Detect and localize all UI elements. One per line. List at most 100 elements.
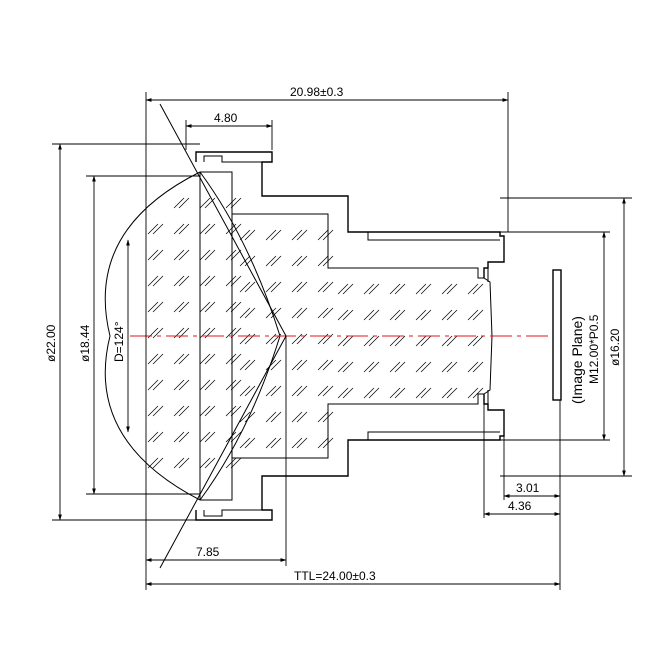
hatch-mark xyxy=(467,309,479,321)
hatch-mark xyxy=(199,223,211,235)
hatch-mark xyxy=(230,197,242,209)
hatch-mark xyxy=(244,281,256,293)
hatch-mark xyxy=(296,281,308,293)
hatch-mark xyxy=(363,361,375,373)
hatch-mark xyxy=(204,275,216,287)
hatch-mark xyxy=(147,379,159,391)
hatch-mark xyxy=(363,335,375,347)
hatch-mark xyxy=(204,431,216,443)
hatch-mark xyxy=(230,457,242,469)
hatch-mark xyxy=(199,275,211,287)
hatch-mark xyxy=(270,281,282,293)
hatch-mark xyxy=(204,457,216,469)
hatch-mark xyxy=(296,307,308,319)
hatch-mark xyxy=(225,457,237,469)
hatch-mark xyxy=(322,411,334,423)
hatch-mark xyxy=(415,387,427,399)
hatch-mark xyxy=(199,327,211,339)
thread-lower xyxy=(367,431,500,440)
hatch-mark xyxy=(265,255,277,267)
hatch-mark xyxy=(446,309,458,321)
hatch-mark xyxy=(270,359,282,371)
hatch-mark xyxy=(467,387,479,399)
dimensions xyxy=(52,92,632,590)
image-plane xyxy=(552,269,562,401)
dim-front-flange: 4.80 xyxy=(214,111,238,125)
hatch-mark xyxy=(152,431,164,443)
hatch-mark xyxy=(363,283,375,295)
hatch-mark xyxy=(342,283,354,295)
dim-outer-diameter: ø22.00 xyxy=(44,324,58,362)
hatch-mark xyxy=(291,385,303,397)
hatch-mark xyxy=(147,223,159,235)
hatch-mark xyxy=(173,431,185,443)
image-plane-label: (Image Plane) xyxy=(569,316,585,404)
hatch-mark xyxy=(244,359,256,371)
hatch-mark xyxy=(415,335,427,347)
hatch-mark xyxy=(147,301,159,313)
hatch-mark xyxy=(265,437,277,449)
hatch-mark xyxy=(225,275,237,287)
hatch-mark xyxy=(342,335,354,347)
hatch-mark xyxy=(270,229,282,241)
hatch-mark xyxy=(152,353,164,365)
hatch-mark xyxy=(152,301,164,313)
hatch-mark xyxy=(420,335,432,347)
dim-lens-diameter: ø18.44 xyxy=(78,324,92,362)
hatch-mark xyxy=(389,361,401,373)
hatch-mark xyxy=(239,385,251,397)
hatch-mark xyxy=(296,359,308,371)
hatch-mark xyxy=(230,223,242,235)
hatch-mark xyxy=(225,249,237,261)
hatch-mark xyxy=(152,457,164,469)
dim-front-to-step: 7.85 xyxy=(196,545,220,559)
hatch-mark xyxy=(296,411,308,423)
hatch-mark xyxy=(291,229,303,241)
hatch-mark xyxy=(368,387,380,399)
hatch-mark xyxy=(317,281,329,293)
hatch-mark xyxy=(265,281,277,293)
hatch-mark xyxy=(291,359,303,371)
hatch-mark xyxy=(296,437,308,449)
hatch-mark xyxy=(467,335,479,347)
hatch-mark xyxy=(178,405,190,417)
hatch-mark xyxy=(467,283,479,295)
hatch-mark xyxy=(389,309,401,321)
hatch-mark xyxy=(204,379,216,391)
hatch-mark xyxy=(152,405,164,417)
hatch-mark xyxy=(147,249,159,261)
thread-upper xyxy=(367,232,500,241)
hatch-mark xyxy=(296,333,308,345)
hatch-mark xyxy=(342,309,354,321)
hatch-mark xyxy=(270,307,282,319)
hatch-mark xyxy=(178,457,190,469)
hatch-mark xyxy=(420,309,432,321)
hatch-mark xyxy=(230,431,242,443)
dim-overall-length: 20.98±0.3 xyxy=(290,85,344,99)
hatch-mark xyxy=(178,379,190,391)
hatch-mark xyxy=(230,249,242,261)
hatch-mark xyxy=(270,255,282,267)
hatch-mark xyxy=(225,379,237,391)
hatch-mark xyxy=(239,359,251,371)
flange-step-upper xyxy=(203,155,268,163)
hatch-mark xyxy=(204,353,216,365)
hatch-mark xyxy=(394,283,406,295)
hatch-mark xyxy=(239,437,251,449)
hatch-mark xyxy=(230,275,242,287)
hatch-mark xyxy=(389,387,401,399)
dim-fov: D=124° xyxy=(112,321,126,362)
hatch-mark xyxy=(472,387,484,399)
hatch-mark xyxy=(441,309,453,321)
hatch-mark xyxy=(204,249,216,261)
fov-lines xyxy=(159,103,287,569)
hatch-mark xyxy=(225,223,237,235)
hatch-mark xyxy=(225,405,237,417)
hatch-mark xyxy=(239,307,251,319)
hatch-mark xyxy=(415,361,427,373)
barrel-outline-upper xyxy=(195,151,505,278)
hatch-mark xyxy=(342,387,354,399)
hatch-mark xyxy=(178,431,190,443)
hatch-mark xyxy=(199,353,211,365)
hatch-mark xyxy=(230,353,242,365)
